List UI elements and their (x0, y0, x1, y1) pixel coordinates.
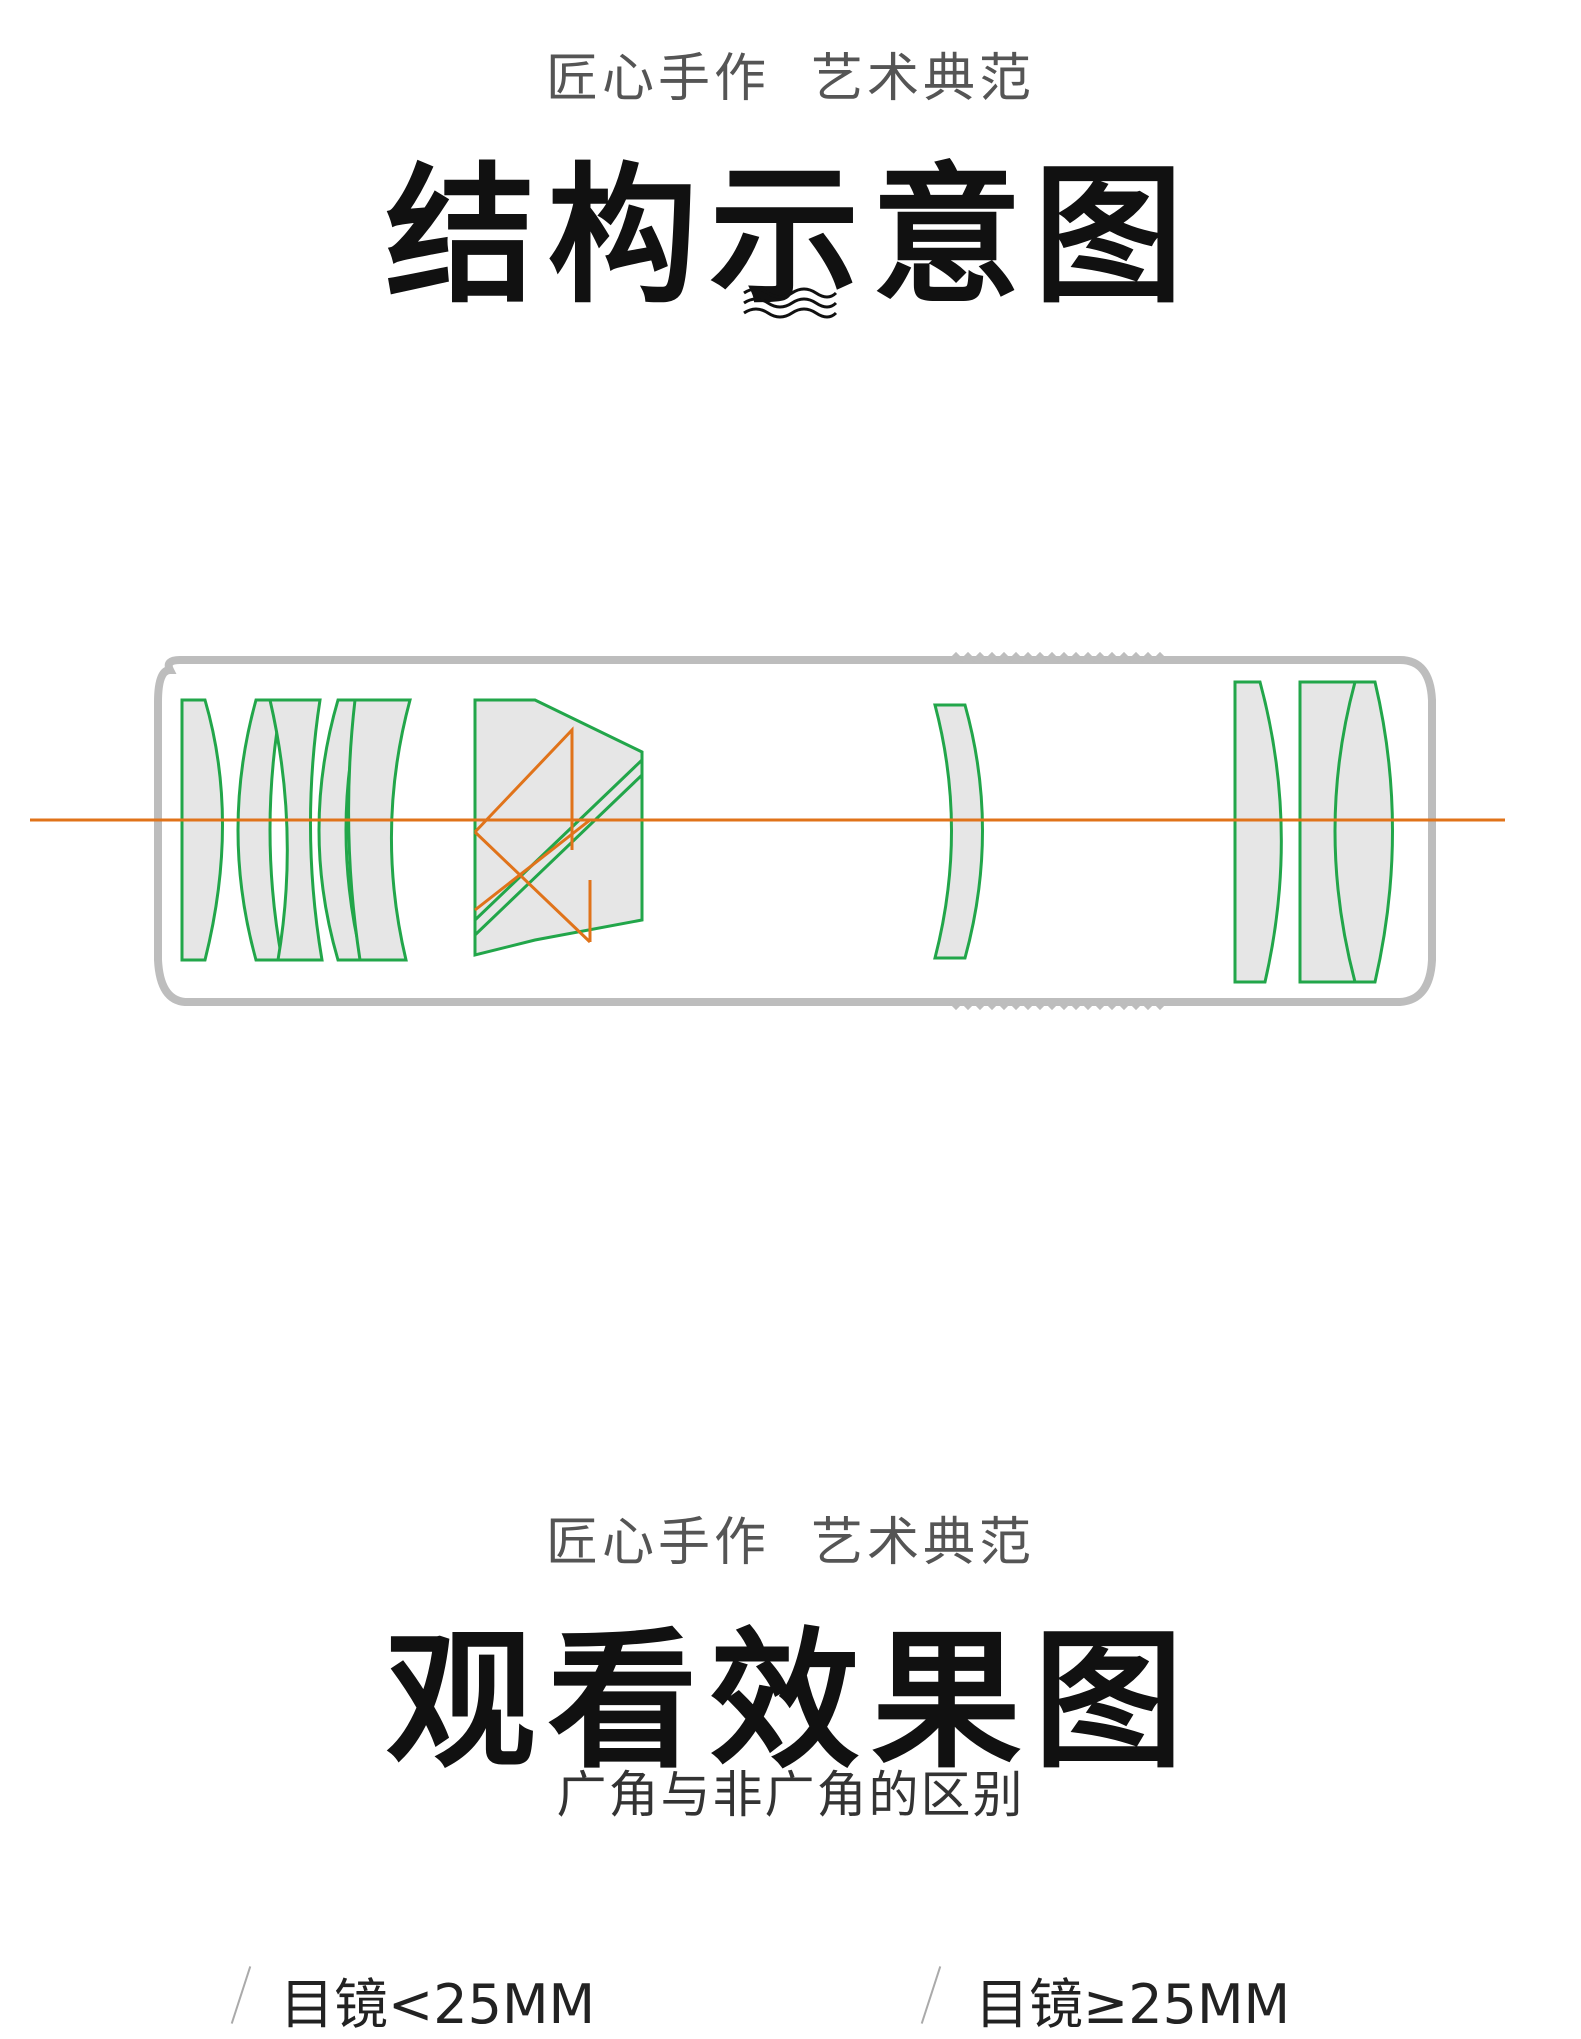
lens-2 (236, 698, 284, 962)
knurl-bottom (948, 999, 1168, 1011)
section2-subtitle: 广角与非广角的区别 (556, 1766, 1025, 1824)
caption-right-divider (920, 1966, 942, 2024)
lens-3 (268, 698, 324, 962)
section1-kicker: 匠心手作 艺术典范 (545, 49, 1036, 109)
eyepiece-lens-2 (1298, 680, 1394, 984)
eyepiece-lens-group (1233, 680, 1394, 984)
section1-title: 结构示意图 (385, 148, 1196, 324)
eyepiece-lens-3 (1333, 681, 1357, 983)
wave-divider-icon (743, 287, 838, 319)
binocular-housing (154, 656, 1436, 1006)
caption-left-divider (230, 1966, 252, 2024)
binocular-structure-diagram (30, 651, 1505, 1011)
section2-title: 观看效果图 (385, 1613, 1196, 1789)
caption-left: 目镜<25MM (280, 1973, 596, 2036)
section2-kicker: 匠心手作 艺术典范 (545, 1513, 1036, 1573)
prism (473, 698, 644, 957)
knurl-top (948, 651, 1168, 663)
lens-1 (180, 698, 224, 962)
objective-lens-group (180, 698, 412, 962)
prism-light-path (473, 726, 592, 944)
field-lens (933, 703, 984, 960)
caption-right: 目镜≥25MM (975, 1973, 1291, 2036)
lens-5 (347, 698, 412, 962)
eyepiece-lens-1 (1233, 680, 1283, 984)
